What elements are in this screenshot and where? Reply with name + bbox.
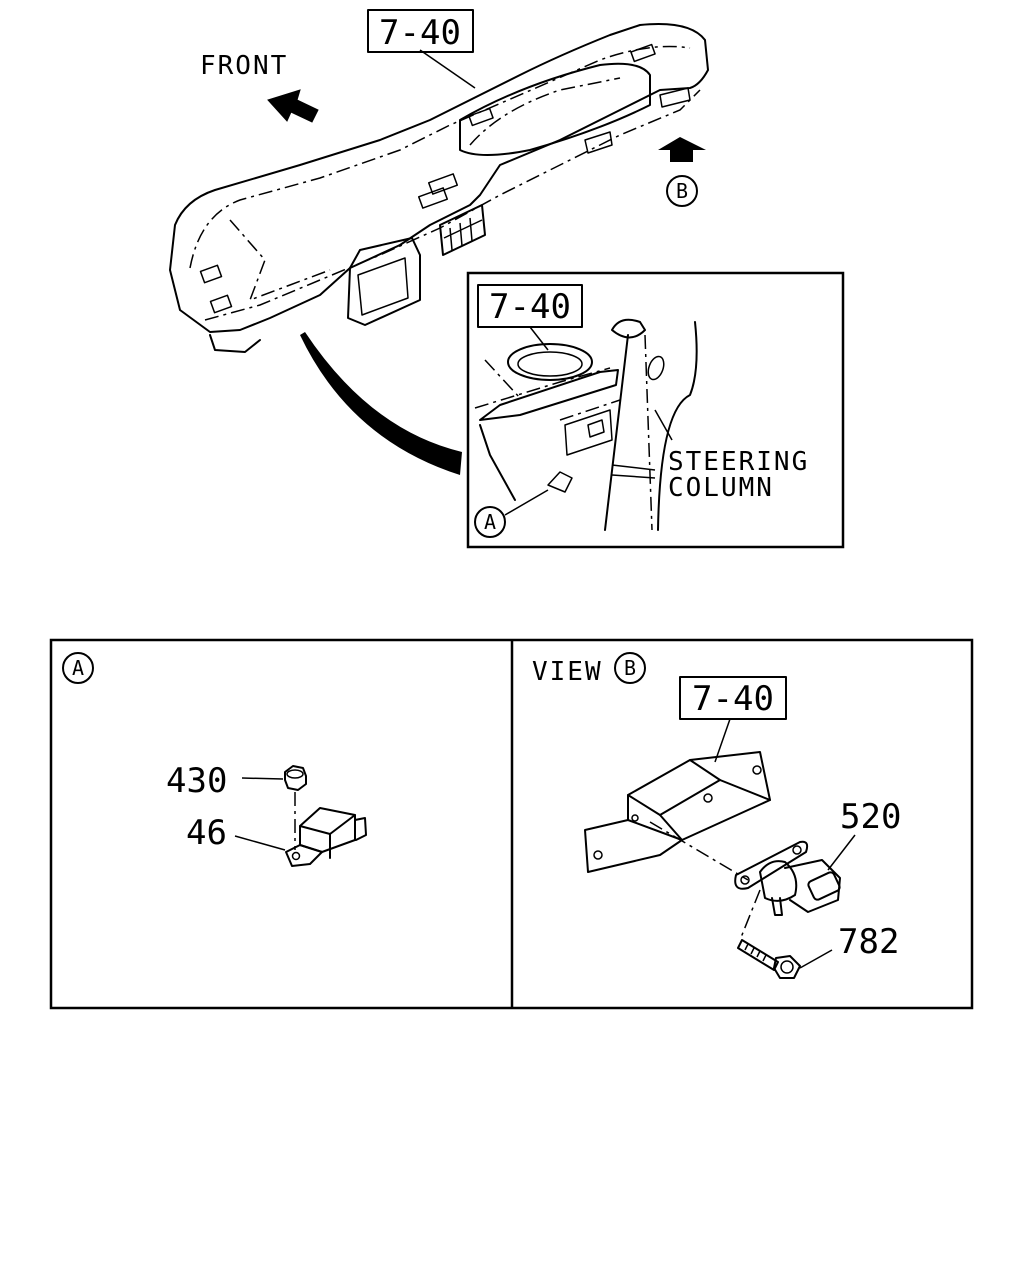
part-46-relay [285,807,367,867]
steering-column-label-line2: COLUMN [668,473,774,503]
instrument-panel-drawing [169,23,709,353]
leader-430 [241,777,284,780]
view-b-marker-label: B [676,179,688,203]
detail-inset-frame [466,271,845,549]
leader-520 [827,834,856,871]
view-b-title-marker [614,652,646,684]
ref-label-7-40-inset: 7-40 [489,287,571,327]
ref-box-7-40-top [367,9,474,53]
view-a-marker [62,652,94,684]
arrow-up-left-icon [267,89,319,123]
ref-label-7-40-top: 7-40 [379,13,461,53]
steering-column-label-line1: STEERING [668,447,809,477]
panel-a: A 430 46 [62,652,367,867]
view-b-title-prefix: VIEW [532,657,603,687]
part-label-520: 520 [840,797,901,837]
view-a-marker-inset [474,506,506,538]
part-430-nut [284,765,307,791]
view-b-title-marker-label: B [624,656,636,680]
part-label-782: 782 [838,922,899,962]
view-b-marker [666,175,698,207]
mounting-bracket [584,751,771,873]
part-782-bolt [737,939,801,979]
callout-pointer [300,332,462,475]
part-label-46: 46 [186,813,227,853]
detail-inset-drawing: 7-40 A [474,284,698,538]
leader-782 [799,949,833,969]
front-label: FRONT [200,51,288,81]
leader-7-40-top [419,49,476,89]
ref-box-7-40-view-b [679,676,787,720]
panel-b: VIEW B 7-40 520 [532,652,901,979]
view-a-marker-label: A [72,656,84,680]
arrow-down-icon [658,137,706,162]
part-label-430: 430 [166,761,227,801]
leader-46 [234,835,286,851]
part-520-sensor [734,840,841,916]
ref-label-7-40-view-b: 7-40 [692,679,774,719]
view-a-marker-inset-label: A [484,510,496,534]
